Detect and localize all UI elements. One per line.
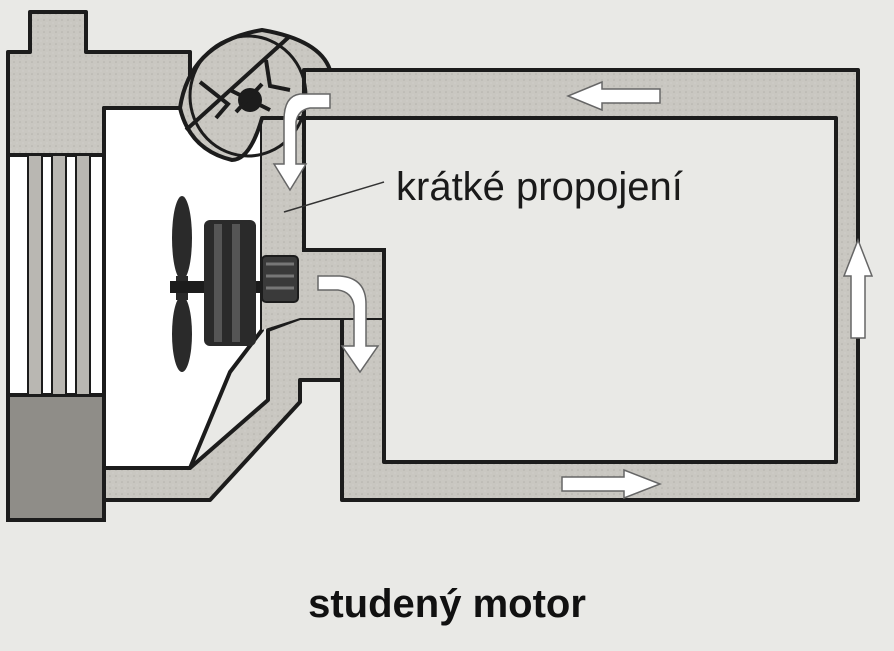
flow-arrow-right-up	[842, 237, 874, 339]
engine-lower-block	[6, 393, 106, 522]
flow-arrow-pump-down	[317, 275, 380, 374]
short-circuit-label: krátké propojení	[396, 165, 683, 209]
annotation-leader-line	[283, 181, 385, 213]
pulley-icon	[204, 220, 256, 346]
flow-arrow-top	[566, 80, 661, 112]
radiator-fins	[6, 153, 106, 397]
flow-arrow-thermostat-down	[272, 93, 331, 192]
diagram-caption: studený motor	[308, 582, 586, 626]
radiator-loop-channel	[302, 68, 860, 502]
water-pump-icon	[261, 255, 299, 303]
flow-arrow-bottom	[561, 468, 663, 500]
